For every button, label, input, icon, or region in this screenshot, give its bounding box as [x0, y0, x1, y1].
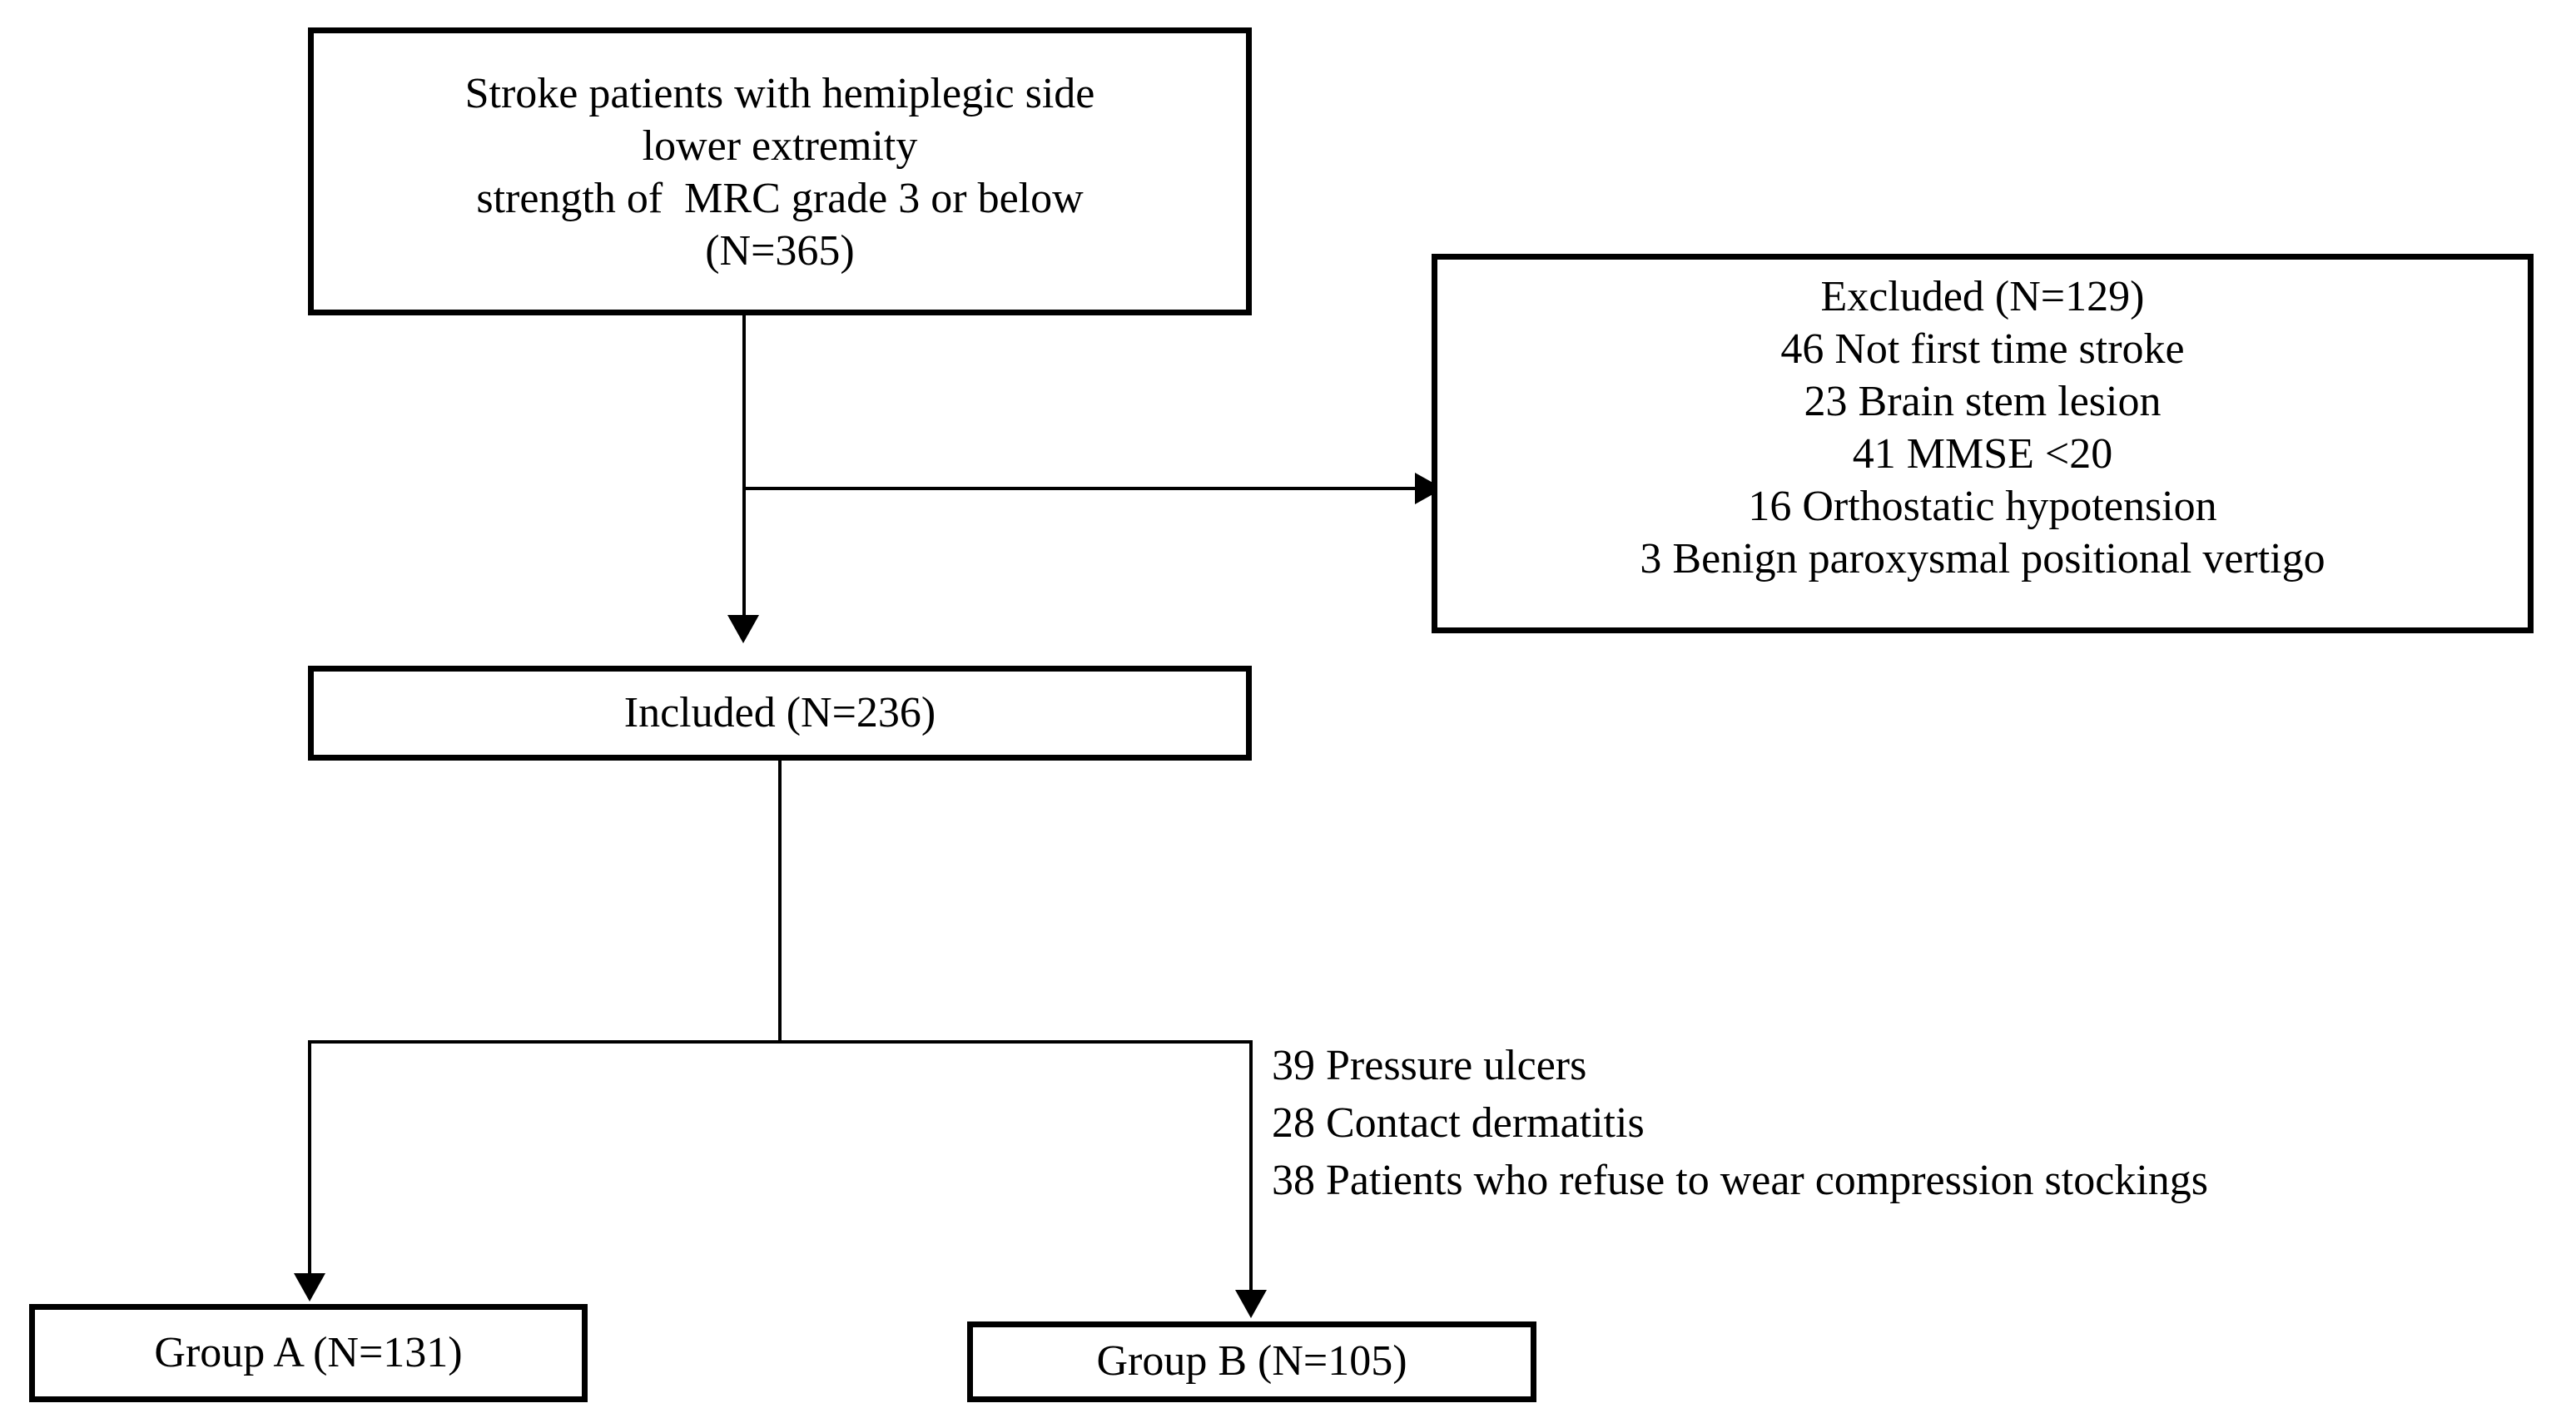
arrowhead-to-included-icon: [727, 615, 759, 643]
dropout-reason-1: 39 Pressure ulcers: [1272, 1042, 1587, 1089]
connector-included-trunk: [778, 761, 782, 1044]
connector-screened-to-excluded: [742, 487, 1418, 490]
excluded-reason-3: 41 MMSE <20: [1852, 429, 2113, 478]
included-box: Included (N=236): [308, 666, 1252, 761]
dropout-reason-2: 28 Contact dermatitis: [1272, 1099, 1645, 1148]
arrowhead-to-group-b-icon: [1235, 1290, 1267, 1318]
dropout-reason-3: 38 Patients who refuse to wear compressi…: [1272, 1157, 2209, 1205]
screened-line-4: (N=365): [705, 226, 855, 275]
connector-group-split-bar: [308, 1040, 1253, 1044]
screened-population-box: Stroke patients with hemiplegic side low…: [308, 27, 1252, 315]
group-a-label: Group A (N=131): [154, 1328, 463, 1376]
group-b-label: Group B (N=105): [1096, 1337, 1407, 1386]
connector-to-group-b: [1249, 1040, 1253, 1290]
screened-line-2: lower extremity: [642, 122, 918, 171]
included-label: Included (N=236): [623, 688, 936, 736]
excluded-reason-5: 3 Benign paroxysmal positional vertigo: [1640, 534, 2325, 583]
excluded-box: Excluded (N=129) 46 Not first time strok…: [1432, 254, 2534, 633]
arrowhead-to-group-a-icon: [294, 1273, 325, 1302]
group-a-box: Group A (N=131): [29, 1304, 588, 1402]
excluded-title: Excluded (N=129): [1820, 273, 2145, 320]
connector-to-group-a: [308, 1040, 311, 1273]
screened-line-1: Stroke patients with hemiplegic side: [464, 70, 1095, 118]
dropout-reasons-list: 39 Pressure ulcers 28 Contact dermatitis…: [1272, 1037, 2554, 1209]
connector-screened-to-included: [742, 315, 746, 615]
excluded-reason-1: 46 Not first time stroke: [1780, 325, 2185, 373]
excluded-reason-2: 23 Brain stem lesion: [1804, 377, 2162, 425]
excluded-reason-4: 16 Orthostatic hypotension: [1748, 482, 2217, 530]
group-b-box: Group B (N=105): [967, 1321, 1536, 1402]
screened-line-3: strength of MRC grade 3 or below: [476, 175, 1084, 222]
